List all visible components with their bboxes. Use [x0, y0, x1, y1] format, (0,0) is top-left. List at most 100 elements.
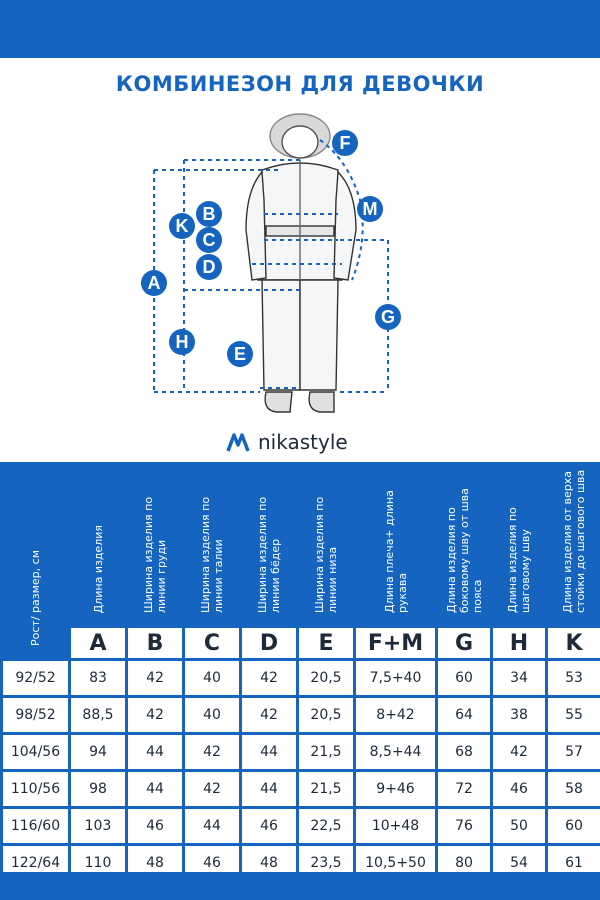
label-e: E	[227, 341, 253, 367]
label-m: M	[357, 196, 383, 222]
label-g-text: G	[381, 307, 395, 327]
value-cell: 46	[239, 806, 299, 846]
corner-header: Рост/ размер, см	[0, 462, 71, 661]
label-m-text: M	[363, 199, 378, 219]
value-cell: 42	[125, 658, 185, 698]
column-header-text: Длина изделия	[91, 524, 105, 613]
column-letter: E	[296, 625, 356, 661]
value-cell: 68	[435, 732, 493, 772]
value-cell: 55	[545, 695, 600, 735]
value-cell: 42	[490, 732, 548, 772]
column-header-text: Ширина изделия по линии низа	[313, 496, 339, 613]
label-h-text: H	[176, 332, 189, 352]
value-cell: 8,5+44	[353, 732, 438, 772]
value-cell: 42	[239, 658, 299, 698]
value-cell: 8+42	[353, 695, 438, 735]
value-cell: 98	[68, 769, 128, 809]
bottom-banner	[0, 872, 600, 900]
column-header: Длина плеча+ длина рукава	[353, 462, 438, 628]
value-cell: 42	[239, 695, 299, 735]
value-cell: 72	[435, 769, 493, 809]
column-letter: G	[435, 625, 493, 661]
value-cell: 46	[125, 806, 185, 846]
label-b: B	[196, 201, 222, 227]
value-cell: 44	[125, 769, 185, 809]
value-cell: 53	[545, 658, 600, 698]
column-letter: B	[125, 625, 185, 661]
column-header: Ширина изделия по линии талии	[182, 462, 242, 628]
label-c-text: C	[203, 230, 216, 250]
label-k: K	[169, 213, 195, 239]
table-row: 110/56 98 44 42 44 21,5 9+46 72 46 58	[0, 769, 600, 809]
size-cell: 92/52	[0, 658, 71, 698]
size-cell: 98/52	[0, 695, 71, 735]
value-cell: 38	[490, 695, 548, 735]
value-cell: 64	[435, 695, 493, 735]
size-cell: 116/60	[0, 806, 71, 846]
label-e-text: E	[234, 344, 246, 364]
label-k-text: K	[176, 216, 189, 236]
column-header: Длина изделия по боковому шву от шва поя…	[435, 462, 493, 628]
value-cell: 94	[68, 732, 128, 772]
value-cell: 58	[545, 769, 600, 809]
column-letter: C	[182, 625, 242, 661]
label-d: D	[196, 254, 222, 280]
value-cell: 40	[182, 695, 242, 735]
column-header: Ширина изделия по линии бёдер	[239, 462, 299, 628]
size-table: Рост/ размер, см Длина изделия Ширина из…	[0, 462, 600, 883]
column-header: Ширина изделия по линии низа	[296, 462, 356, 628]
value-cell: 42	[182, 732, 242, 772]
column-letter: A	[68, 625, 128, 661]
value-cell: 83	[68, 658, 128, 698]
label-c: C	[196, 227, 222, 253]
column-letter: D	[239, 625, 299, 661]
label-f: F	[332, 130, 358, 156]
label-d-text: D	[203, 257, 216, 277]
header-letter-row: A B C D E F+M G H K	[2, 625, 600, 661]
value-cell: 44	[125, 732, 185, 772]
value-cell: 88,5	[68, 695, 128, 735]
label-a-text: A	[148, 273, 161, 293]
column-header-text: Ширина изделия по линии груди	[142, 496, 168, 613]
value-cell: 50	[490, 806, 548, 846]
table-row: 116/60 103 46 44 46 22,5 10+48 76 50 60	[0, 806, 600, 846]
value-cell: 42	[125, 695, 185, 735]
column-header-text: Длина изделия от верха стойки до шаговог…	[561, 469, 587, 613]
label-f-text: F	[340, 133, 351, 153]
value-cell: 34	[490, 658, 548, 698]
brand-name: nikastyle	[258, 430, 348, 454]
value-cell: 44	[239, 769, 299, 809]
size-cell: 110/56	[0, 769, 71, 809]
column-header-text: Длина изделия по шаговому шву	[506, 507, 532, 613]
value-cell: 21,5	[296, 769, 356, 809]
size-cell: 104/56	[0, 732, 71, 772]
nikastyle-logo-icon	[226, 433, 250, 452]
value-cell: 40	[182, 658, 242, 698]
value-cell: 76	[435, 806, 493, 846]
column-header: Ширина изделия по линии груди	[125, 462, 185, 628]
column-letter: F+M	[353, 625, 438, 661]
value-cell: 20,5	[296, 658, 356, 698]
top-banner	[0, 0, 600, 58]
column-header-text: Длина плеча+ длина рукава	[382, 490, 409, 613]
garment-diagram: A B C D E F G H K M	[141, 113, 401, 413]
header-text-row: Рост/ размер, см Длина изделия Ширина из…	[0, 462, 600, 661]
column-header-text: Ширина изделия по линии бёдер	[256, 496, 282, 613]
brand-logo: nikastyle	[226, 425, 348, 459]
column-header: Длина изделия по шаговому шву	[490, 462, 548, 628]
corner-header-text: Рост/ размер, см	[29, 550, 42, 646]
table-row: 104/56 94 44 42 44 21,5 8,5+44 68 42 57	[0, 732, 600, 772]
value-cell: 57	[545, 732, 600, 772]
value-cell: 22,5	[296, 806, 356, 846]
value-cell: 60	[435, 658, 493, 698]
label-badges: A B C D E F G H K M	[141, 130, 401, 367]
column-header-text: Длина изделия по боковому шву от шва поя…	[444, 488, 484, 613]
value-cell: 44	[182, 806, 242, 846]
value-cell: 21,5	[296, 732, 356, 772]
label-h: H	[169, 329, 195, 355]
value-cell: 103	[68, 806, 128, 846]
value-cell: 44	[239, 732, 299, 772]
table-row: 92/52 83 42 40 42 20,5 7,5+40 60 34 53	[0, 658, 600, 698]
column-header: Длина изделия от верха стойки до шаговог…	[545, 462, 600, 628]
value-cell: 7,5+40	[353, 658, 438, 698]
